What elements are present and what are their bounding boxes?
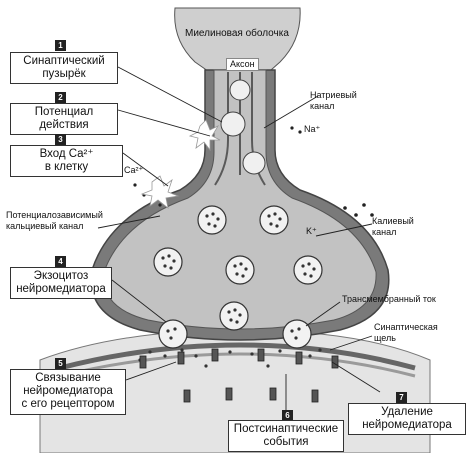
step-number: 4 bbox=[55, 256, 66, 267]
step-6-box: Постсинаптические события bbox=[228, 420, 344, 452]
axon-vesicle bbox=[242, 151, 266, 175]
synaptic-cleft-label: Синаптическая щель bbox=[374, 322, 438, 343]
potassium-channel-label: Калиевый канал bbox=[372, 216, 414, 237]
potassium-ion-label: K⁺ bbox=[306, 226, 317, 236]
step-2-box: Потенциал действия bbox=[10, 103, 118, 135]
calcium-ion-label: Ca²⁺ bbox=[124, 165, 144, 175]
voltage-ca-channel-label: Потенциалозависимый кальциевый канал bbox=[6, 210, 103, 231]
step-3-box: Вход Ca²⁺ в клетку bbox=[10, 145, 123, 177]
step-number: 6 bbox=[282, 410, 293, 421]
axon-vesicle bbox=[220, 111, 246, 137]
step-4-box: Экзоцитоз нейромедиатора bbox=[10, 267, 112, 299]
step-number: 1 bbox=[55, 40, 66, 51]
step-number: 5 bbox=[55, 358, 66, 369]
calcium-influx-flash bbox=[140, 175, 180, 209]
step-7-box: Удаление нейромедиатора bbox=[348, 403, 466, 435]
step-number: 3 bbox=[55, 134, 66, 145]
leader-lines bbox=[97, 66, 381, 410]
postsynaptic-receptors bbox=[139, 348, 339, 403]
sodium-ion-label: Na⁺ bbox=[304, 124, 321, 134]
neurotransmitter-dots bbox=[161, 212, 316, 340]
postsynaptic-membrane bbox=[59, 342, 416, 371]
postsynaptic-membrane-inner bbox=[59, 352, 416, 378]
synaptic-vesicles bbox=[153, 205, 323, 349]
axon-label: Аксон bbox=[226, 58, 259, 71]
sodium-channel-label: Натриевый канал bbox=[310, 90, 357, 111]
step-5-box: Связывание нейромедиатора с его рецептор… bbox=[10, 369, 126, 415]
step-1-box: Синаптический пузырёк bbox=[10, 52, 118, 84]
step-number: 2 bbox=[55, 92, 66, 103]
ion-dots bbox=[133, 126, 374, 217]
axon-vesicle bbox=[229, 79, 251, 101]
transmembrane-current-label: Трансмембранный ток bbox=[342, 294, 436, 304]
myelin-label: Миелиновая оболочка bbox=[185, 28, 289, 39]
step-number: 7 bbox=[396, 392, 407, 403]
